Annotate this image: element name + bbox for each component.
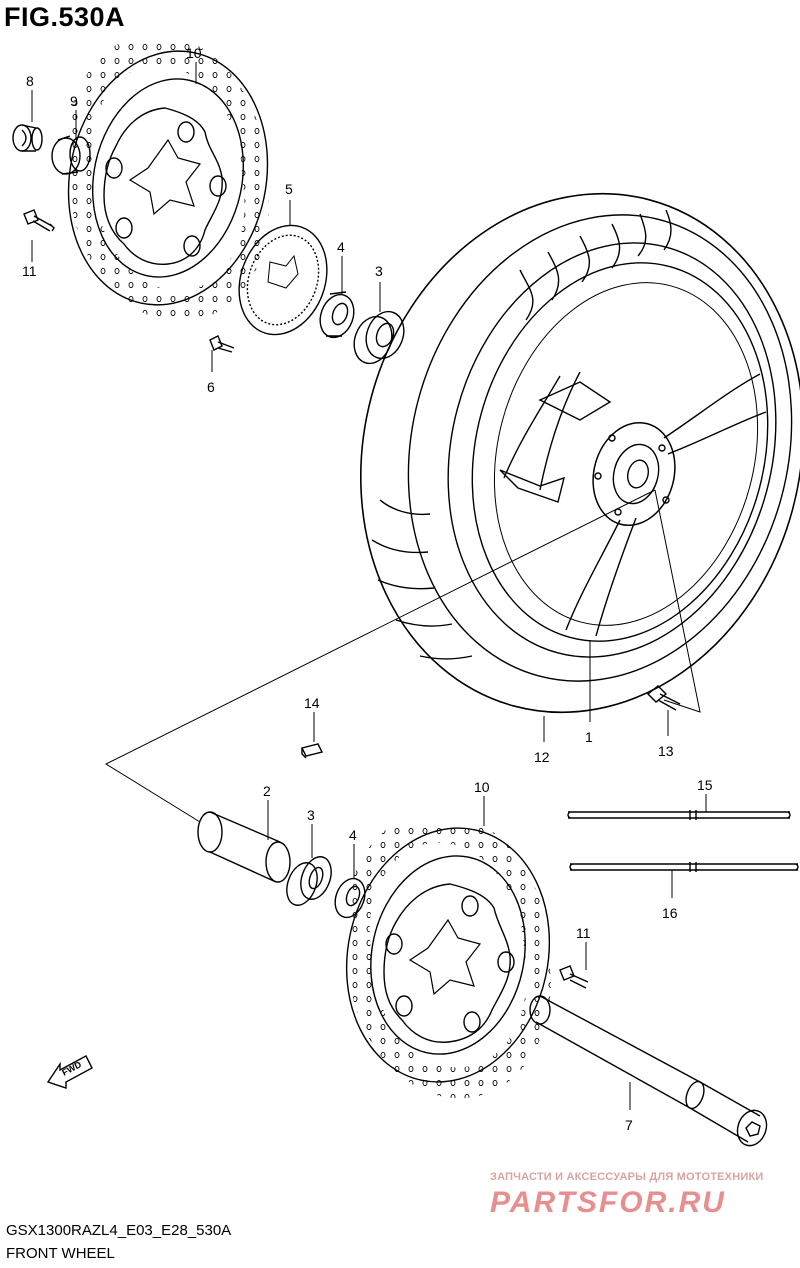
callout-8: 8	[26, 73, 34, 89]
watermark-tagline: ЗАПЧАСТИ И АКСЕССУАРЫ ДЛЯ МОТОТЕХНИКИ	[490, 1171, 764, 1183]
callout-9: 9	[70, 93, 78, 109]
part-11-bolt-upper	[23, 209, 55, 232]
part-2-spacer-sleeve	[197, 811, 291, 883]
figure-model-code: GSX1300RAZL4_E03_E28_530A	[6, 1222, 232, 1239]
callout-numbers: 8 9 10 11 5 4 3 6 14 12 1 13 2 3 4 10 15…	[22, 45, 713, 1133]
callout-3b: 3	[307, 807, 315, 823]
callout-3: 3	[375, 263, 383, 279]
part-3-bearing-lower	[286, 856, 332, 906]
callout-7: 7	[625, 1117, 633, 1133]
part-4-seal-upper	[319, 291, 355, 339]
part-6-bolt	[209, 335, 235, 353]
callout-2: 2	[263, 783, 271, 799]
part-16-rod	[569, 862, 799, 872]
brake-disc-lower	[345, 820, 551, 1099]
callout-6: 6	[207, 379, 215, 395]
callout-13: 13	[658, 743, 674, 759]
watermark-brand: PARTSFOR.RU	[490, 1186, 726, 1219]
figure-name: FRONT WHEEL	[6, 1245, 115, 1262]
callout-10: 10	[186, 45, 202, 61]
part-15-rod	[567, 810, 791, 820]
callout-1: 1	[585, 729, 593, 745]
part-14-balance-weight	[300, 743, 324, 759]
part-7-axle	[529, 995, 768, 1147]
part-9-spacer	[51, 135, 91, 175]
callout-10b: 10	[474, 779, 490, 795]
part-8-plug	[12, 124, 43, 152]
callout-4: 4	[337, 239, 345, 255]
callout-14: 14	[304, 695, 320, 711]
callout-4b: 4	[349, 827, 357, 843]
part-5-sensor-ring	[238, 224, 328, 336]
part-11-bolt-lower	[559, 965, 589, 989]
callout-11: 11	[22, 263, 37, 279]
part-13-valve	[646, 685, 681, 711]
callout-12: 12	[534, 749, 550, 765]
callout-5: 5	[285, 181, 293, 197]
assembly-guide-lines	[104, 489, 701, 823]
part-3-bearing-upper	[353, 310, 405, 365]
fwd-arrow-icon	[46, 1055, 93, 1089]
callout-leaders	[31, 62, 707, 1110]
callout-16: 16	[662, 905, 678, 921]
figure-title: FIG.530A	[4, 2, 126, 32]
brake-disc-upper	[67, 40, 269, 320]
front-wheel-assembly	[359, 192, 800, 714]
callout-11b: 11	[576, 925, 591, 941]
callout-15: 15	[697, 777, 713, 793]
